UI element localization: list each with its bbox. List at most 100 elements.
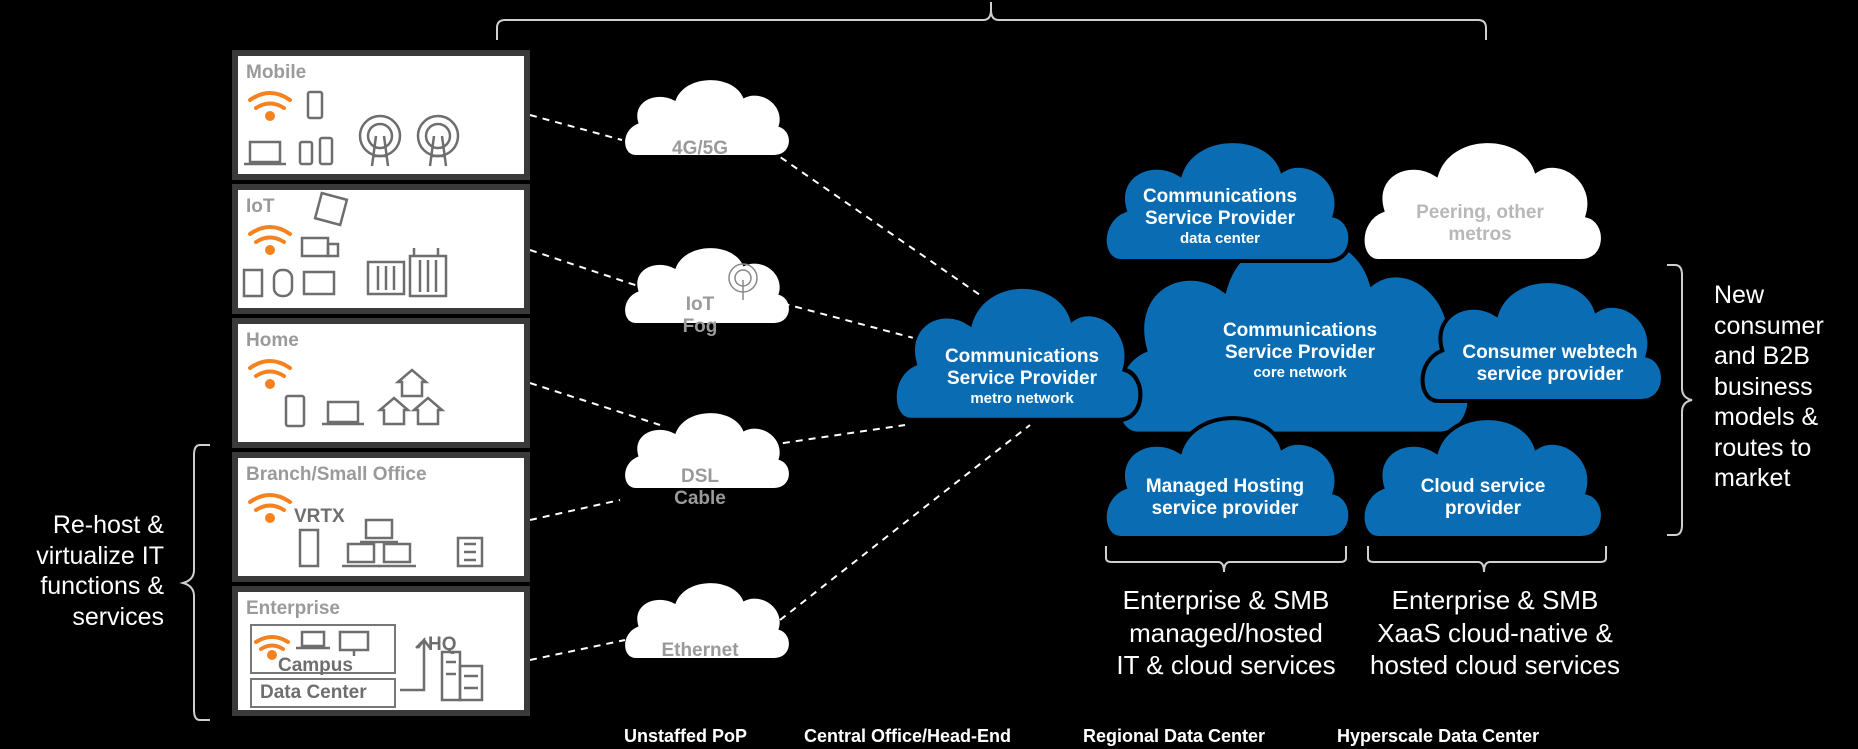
tier-unstaffed-pop: Unstaffed PoP — [624, 726, 748, 746]
laptop-icon — [322, 400, 364, 426]
segment-enterprise: Enterprise Campus Data Center HQ — [232, 586, 530, 716]
label-sp-datacenter: Communications Service Provider data cen… — [1120, 186, 1320, 247]
label-line: Cloud service — [1420, 476, 1546, 497]
label-sub: core network — [1253, 363, 1347, 381]
label-line: Service Provider — [1145, 207, 1295, 229]
datacenter-box — [250, 678, 396, 708]
note-line: Enterprise & SMB — [1122, 585, 1330, 615]
building-icon — [313, 191, 349, 227]
note-line: services — [72, 602, 164, 631]
phone-icon — [306, 90, 324, 120]
segment-title: Mobile — [246, 62, 307, 83]
tier-central-office: Central Office/Head-End — [804, 726, 1012, 746]
note-line: XaaS cloud-native & — [1377, 617, 1613, 648]
desktop-icon — [360, 518, 398, 544]
note-line: routes to — [1714, 433, 1812, 462]
bulb-icon — [272, 268, 294, 298]
office-building-icon — [440, 650, 484, 702]
note-line: consumer — [1714, 311, 1824, 340]
sensor-icon — [242, 268, 264, 298]
laptop-icon — [248, 140, 282, 164]
note-line: IT & cloud services — [1116, 650, 1336, 680]
wifi-icon — [248, 91, 292, 121]
label-line: Service Provider — [947, 367, 1097, 389]
wifi-icon — [248, 493, 292, 523]
cloud-label-ethernet: Ethernet — [661, 640, 739, 661]
note-line: market — [1714, 464, 1791, 492]
cloud-label-iot-fog: IoT Fog — [636, 294, 764, 338]
label-line: Consumer webtech — [1462, 342, 1638, 363]
segment-iot: IoT — [232, 184, 530, 314]
wifi-icon — [254, 635, 290, 660]
iot-icons — [242, 191, 448, 298]
label-line: Managed Hosting — [1145, 476, 1305, 497]
segment-title: Home — [246, 330, 299, 351]
top-bracket — [496, 2, 1487, 40]
cloud-line: Fog — [682, 315, 718, 337]
phone-icon — [284, 394, 306, 428]
house-icon — [394, 368, 430, 398]
factory-icon — [366, 260, 406, 296]
left-note: Re-host & virtualize IT functions & serv… — [18, 510, 164, 632]
note-line: hosted cloud services — [1369, 650, 1621, 680]
segment-title: Enterprise — [246, 598, 340, 619]
desktop-icon — [342, 542, 380, 568]
label-line: Service Provider — [1225, 341, 1375, 363]
note-line: Enterprise & SMB — [1391, 585, 1599, 615]
mobile-icons — [244, 90, 460, 167]
note-line: Re-host & — [52, 511, 164, 539]
wifi-icon — [248, 359, 292, 389]
label-metro-network: Communications Service Provider metro ne… — [902, 346, 1142, 407]
label-line: Communications — [944, 346, 1100, 367]
label-consumer-webtech: Consumer webtech service provider — [1440, 342, 1660, 386]
cloud-line: DSL — [681, 466, 719, 487]
note-line: models & — [1714, 403, 1819, 431]
segment-home: Home — [232, 318, 530, 448]
wifi-icon — [248, 225, 292, 255]
server-icon — [298, 528, 320, 568]
home-icons — [248, 359, 446, 428]
campus-label: Campus — [278, 655, 353, 676]
tower-icon — [358, 114, 402, 167]
right-note: New consumer and B2B business models & r… — [1714, 280, 1854, 494]
label-line: service provider — [1476, 363, 1624, 385]
laptop-icon — [296, 630, 330, 650]
label-line: service provider — [1151, 497, 1299, 519]
label-line: Communications — [1222, 320, 1378, 341]
cloud-sp-bracket — [1367, 546, 1607, 573]
factory-icon — [408, 248, 448, 298]
branch-icons — [248, 493, 484, 568]
arrow-icon — [400, 636, 431, 692]
note-line: business — [1714, 372, 1813, 401]
label-line: provider — [1444, 497, 1522, 519]
note-line: and B2B — [1714, 342, 1810, 370]
campus-box — [250, 624, 396, 674]
tier-regional-dc: Regional Data Center — [1083, 726, 1266, 746]
label-managed-hosting: Managed Hosting service provider — [1110, 476, 1340, 520]
desktop-icon — [338, 630, 370, 656]
label-sub: data center — [1179, 229, 1261, 247]
cloud-line: Cable — [674, 487, 726, 509]
note-line: virtualize IT — [36, 541, 164, 570]
truck-icon — [300, 236, 330, 258]
label-line: Communications — [1142, 186, 1298, 207]
managed-bracket — [1105, 546, 1347, 573]
right-bracket — [1667, 264, 1693, 536]
cloud-label-dsl: DSL Cable — [636, 466, 764, 510]
cloud-line: IoT — [685, 294, 715, 315]
segment-mobile: Mobile — [232, 50, 530, 180]
note-managed-services: Enterprise & SMB managed/hosted IT & clo… — [1090, 584, 1362, 682]
label-cloud-service: Cloud service provider — [1378, 476, 1588, 520]
tier-hyperscale-dc: Hyperscale Data Center — [1337, 726, 1540, 746]
office-building-icon — [456, 536, 484, 568]
cloud-label-4g5g: 4G/5G — [672, 138, 728, 159]
vrtx-label: VRTX — [294, 506, 345, 527]
house-icon — [376, 396, 412, 426]
desktop-icon — [378, 542, 416, 568]
segment-title: IoT — [246, 196, 275, 217]
note-line: functions & — [40, 572, 164, 600]
hq-label: HQ — [428, 634, 457, 655]
note-cloud-services: Enterprise & SMB XaaS cloud-native & hos… — [1360, 584, 1630, 682]
